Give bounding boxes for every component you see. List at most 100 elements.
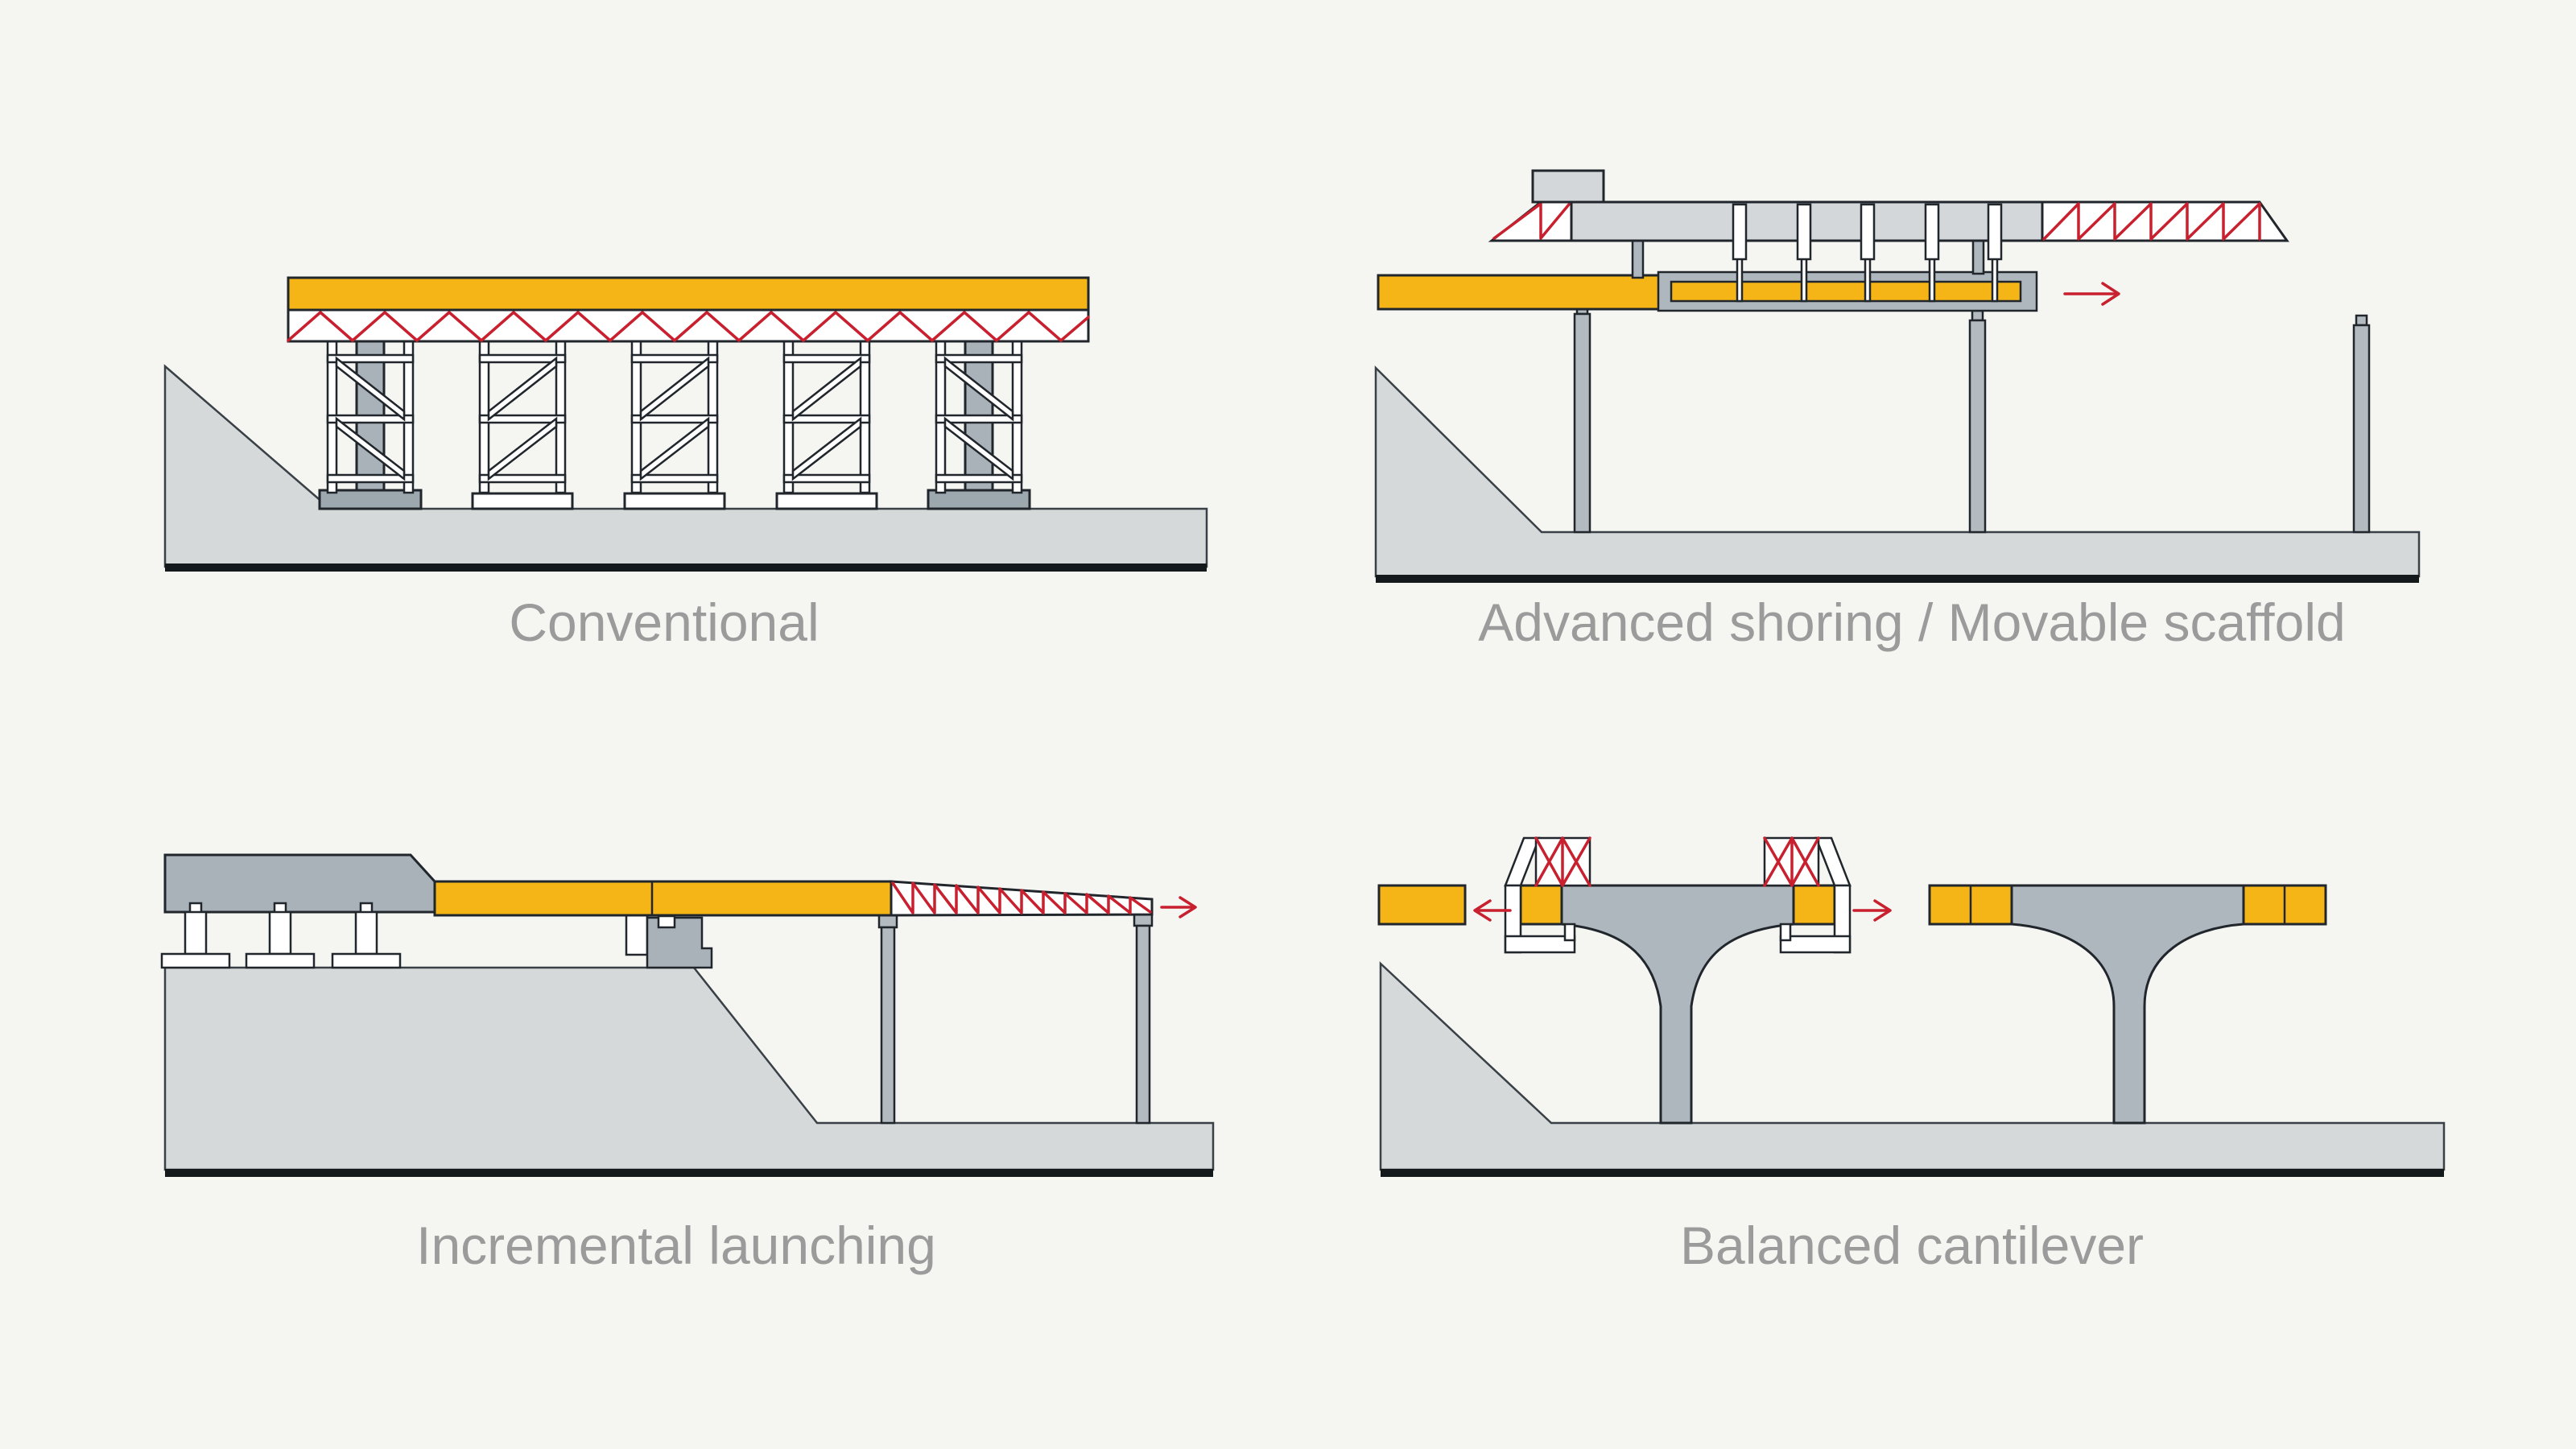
falsework-tower — [623, 340, 726, 510]
ground-baseline — [1376, 575, 2419, 583]
caption-advanced-shoring: Advanced shoring / Movable scaffold — [1478, 592, 2346, 652]
arrow-right-icon — [1852, 899, 1892, 922]
traveler-link — [1814, 836, 1852, 887]
tower-rail — [326, 353, 415, 364]
tower-brace — [791, 416, 862, 481]
tower-brace — [639, 416, 710, 481]
pier-shaft — [1968, 319, 1987, 534]
pier-hammerhead — [1928, 884, 2327, 1125]
traveler-bottom-beam — [1779, 935, 1852, 954]
pier — [1573, 303, 1591, 534]
gantry-support-post — [1971, 239, 1985, 275]
falsework-tower — [927, 340, 1031, 510]
casting-yard-block — [163, 853, 436, 914]
casting-pedestal — [331, 902, 402, 969]
pedestal-base — [160, 952, 231, 969]
tower-brace — [639, 356, 710, 422]
tower-rail — [782, 353, 871, 364]
form-traveler — [1504, 836, 1591, 954]
tower-rail — [630, 353, 719, 364]
tower-rail — [478, 414, 567, 424]
pedestal-base — [331, 952, 402, 969]
formwork-truss-zigzag — [287, 311, 1090, 342]
gantry-nose — [2041, 200, 2289, 242]
hanger-slot — [1796, 203, 1812, 261]
falsework-tower — [318, 340, 423, 510]
caption-balanced-cantilever: Balanced cantilever — [1679, 1216, 2145, 1275]
pier-shaft — [1573, 312, 1591, 534]
ground-baseline — [1381, 1169, 2444, 1177]
tower-rail — [630, 473, 719, 484]
traveler-truss-bracing — [1534, 836, 1591, 887]
form-traveler — [1763, 836, 1852, 954]
abutment-notch — [657, 914, 676, 929]
tower-rail — [326, 414, 415, 424]
abutment-block — [646, 916, 713, 969]
pier-shaft — [880, 926, 896, 1125]
pier-bearing — [2355, 314, 2368, 327]
traveler-link — [1504, 836, 1541, 887]
tower-rail — [478, 353, 567, 364]
figure-conventional — [163, 276, 1208, 572]
deck-segment-incoming — [1377, 884, 1467, 926]
tower-brace — [487, 416, 558, 481]
tower-rail — [935, 414, 1023, 424]
gantry-machine-box — [1531, 169, 1605, 204]
ground — [1379, 961, 2446, 1171]
hanger-slot — [1924, 203, 1940, 261]
hanger-slot — [1860, 203, 1876, 261]
launch-abutment — [625, 914, 713, 969]
tower-brace — [335, 356, 406, 422]
arrow-right-icon — [2063, 282, 2120, 306]
pier — [1968, 309, 1987, 534]
arrow-right-icon — [1160, 896, 1197, 919]
tower-rail — [630, 414, 719, 424]
tower-rail — [326, 473, 415, 484]
cantilever-pier-segments — [1928, 884, 2327, 1125]
pier-bearing — [877, 914, 898, 929]
ground-baseline — [165, 1169, 1213, 1177]
traveler-bottom-beam — [1504, 935, 1576, 954]
cantilever-pier-active — [1504, 836, 1852, 1125]
pier-bearing — [1971, 309, 1984, 322]
casting-pedestal — [245, 902, 316, 969]
ground — [1374, 365, 2421, 578]
hanger-rods — [1732, 203, 2003, 303]
pier — [877, 914, 898, 1125]
pedestal-stem — [354, 910, 378, 956]
tower-footing — [927, 489, 1031, 510]
traveler-riser — [1563, 923, 1576, 942]
falsework-tower — [471, 340, 574, 510]
tower-brace — [487, 356, 558, 422]
deck-slab — [287, 276, 1090, 312]
falsework-tower — [775, 340, 878, 510]
caption-conventional: Conventional — [509, 592, 819, 652]
deck-segment — [1519, 884, 1563, 926]
caption-incremental-launching: Incremental launching — [416, 1216, 936, 1275]
tower-brace — [943, 356, 1014, 422]
figure-incremental-launching — [160, 853, 1215, 1177]
tower-rail — [935, 473, 1023, 484]
traveler-riser — [1779, 923, 1792, 942]
tower-rail — [782, 414, 871, 424]
pedestal-stem — [268, 910, 292, 956]
deck-slab — [433, 880, 893, 917]
figure-balanced-cantilever — [1377, 836, 2446, 1177]
pier — [1133, 912, 1154, 1125]
tower-footing — [623, 492, 726, 510]
ground — [163, 966, 1215, 1171]
hanger-slot — [1732, 203, 1748, 261]
pier-hammerhead — [1519, 884, 1836, 1125]
tower-footing — [775, 492, 878, 510]
hanger-slot — [1987, 203, 2003, 261]
pedestal-stem — [184, 910, 208, 956]
new-segment — [1670, 280, 2022, 303]
figure-advanced-shoring — [1374, 169, 2421, 583]
ground-baseline — [165, 564, 1207, 572]
pedestal-base — [245, 952, 316, 969]
gantry-support-post — [1631, 239, 1645, 279]
tower-brace — [335, 416, 406, 481]
tower-rail — [782, 473, 871, 484]
launching-nose-truss — [891, 881, 1152, 914]
